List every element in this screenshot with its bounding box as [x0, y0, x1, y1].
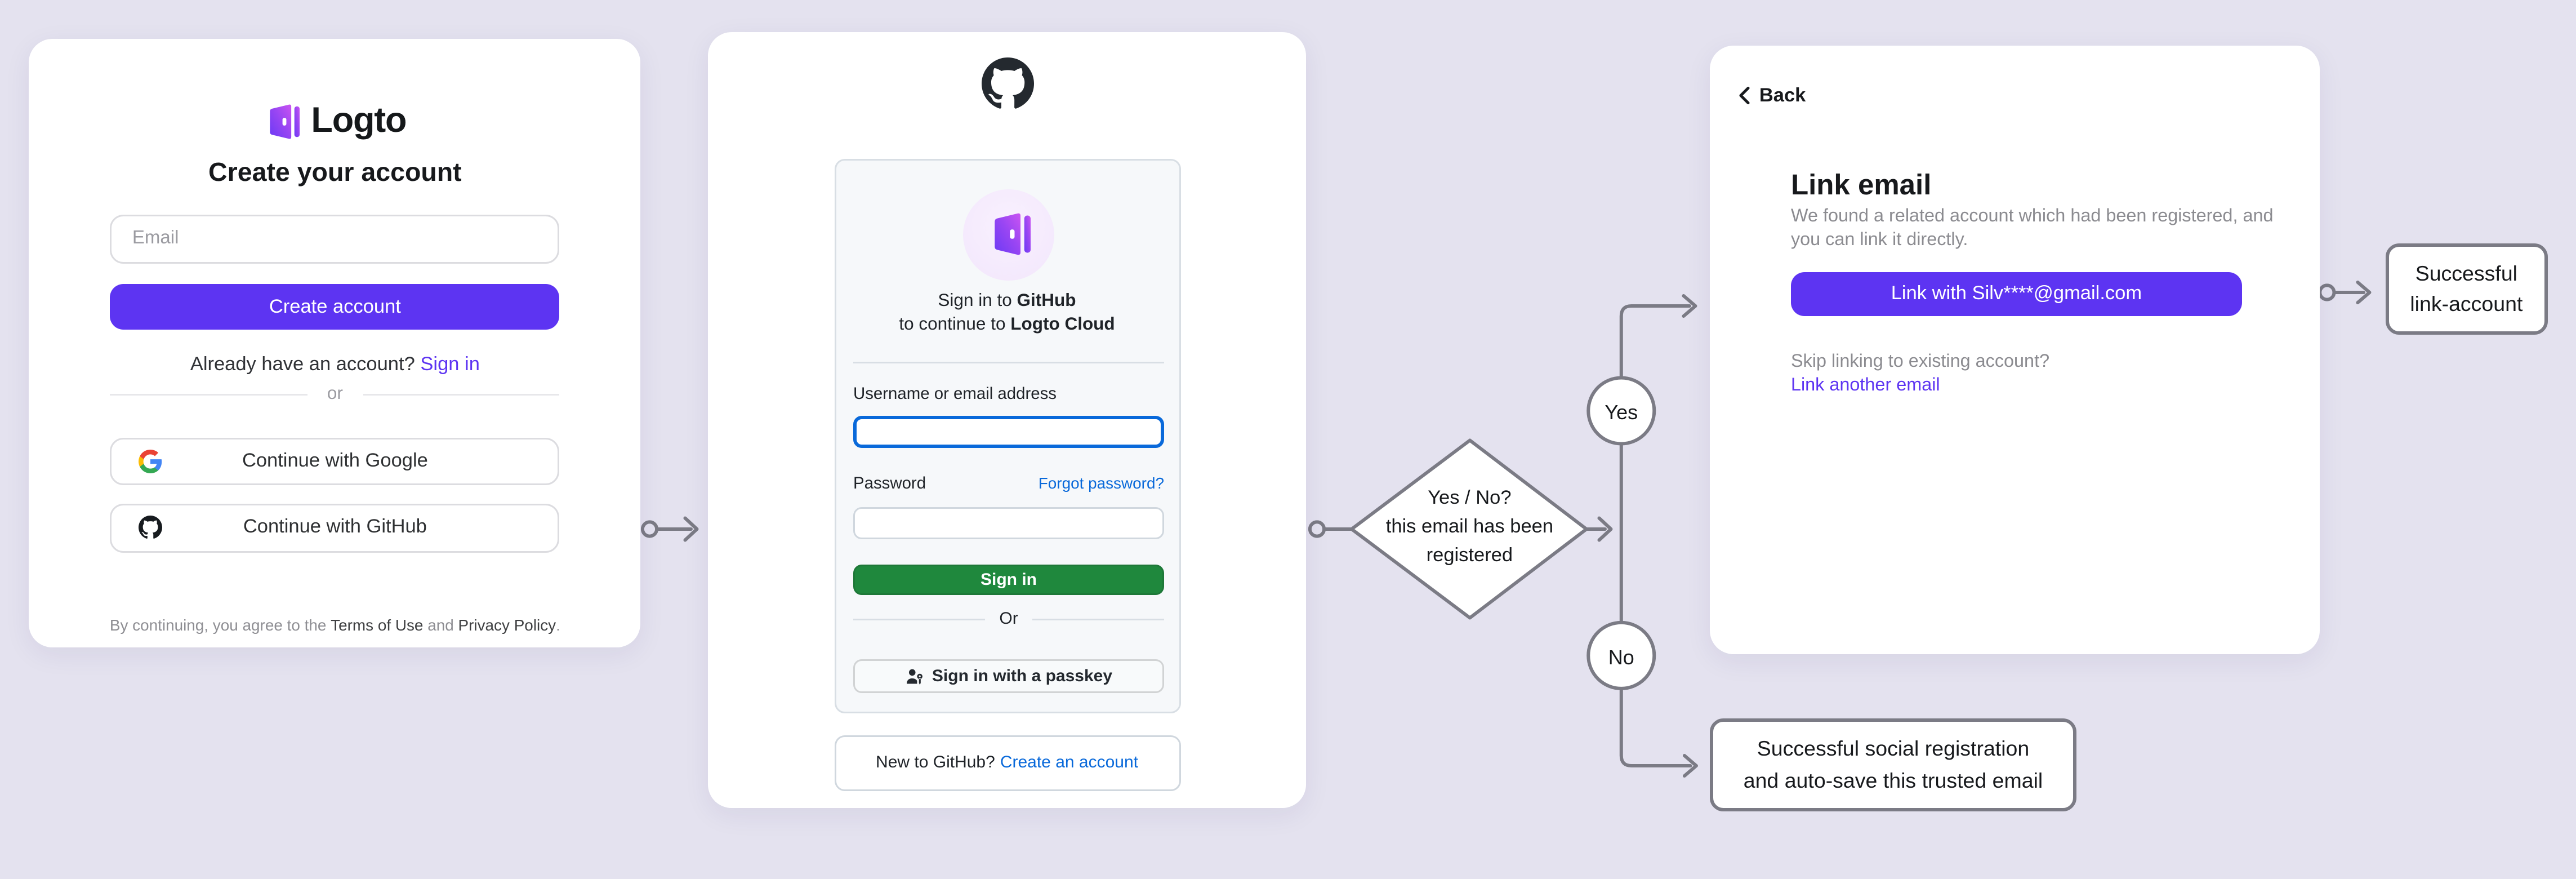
arrowhead-icon — [683, 516, 699, 542]
terms-text: By continuing, you agree to the Terms of… — [109, 617, 560, 634]
skip-linking-text: Skip linking to existing account? — [1790, 352, 2050, 372]
privacy-policy-link[interactable]: Privacy Policy — [458, 617, 556, 634]
continue-with-github-button[interactable]: Continue with GitHub — [110, 503, 560, 553]
github-or-divider: Or — [853, 610, 1165, 631]
signin-link[interactable]: Sign in — [420, 354, 480, 375]
link-email-description: We found a related account which had bee… — [1790, 206, 2274, 251]
continue-with-google-button[interactable]: Continue with Google — [110, 437, 560, 485]
github-signin-card: Sign in to GitHub to continue to Logto C… — [834, 158, 1180, 713]
username-input[interactable] — [853, 415, 1164, 448]
github-signin-button[interactable]: Sign in — [853, 564, 1164, 596]
forgot-password-link[interactable]: Forgot password? — [1038, 474, 1164, 492]
arrowhead-icon — [1682, 294, 1697, 318]
create-account-button[interactable]: Create account — [110, 283, 560, 331]
success-link-account-box: Successful link-account — [2385, 243, 2548, 335]
yes-node — [1586, 376, 1656, 446]
card-divider — [853, 361, 1164, 363]
email-field[interactable] — [110, 214, 560, 264]
github-logo-icon — [708, 58, 1306, 110]
github-signin-heading: Sign in to GitHub to continue to Logto C… — [899, 290, 1115, 336]
logto-door-icon — [270, 105, 300, 140]
passkey-button[interactable]: Sign in with a passkey — [853, 660, 1164, 693]
decision-diamond-label: Yes / No? this email has been registered — [1385, 489, 1554, 566]
connector-start-dot — [640, 520, 659, 538]
link-with-email-button[interactable]: Link with Silv****@gmail.com — [1790, 272, 2242, 316]
passkey-icon — [906, 668, 922, 685]
logto-door-icon — [993, 214, 1030, 256]
back-button[interactable]: Back — [1739, 86, 1806, 106]
link-email-title: Link email — [1790, 169, 1932, 202]
github-signin-panel: Sign in to GitHub to continue to Logto C… — [708, 33, 1306, 809]
password-label-row: Password Forgot password? — [853, 475, 1164, 494]
connector-start-dot — [2318, 283, 2336, 301]
username-label: Username or email address — [853, 385, 1057, 404]
link-email-panel: Back Link email We found a related accou… — [1710, 46, 2320, 654]
link-another-email-link[interactable]: Link another email — [1790, 375, 1940, 396]
arrowhead-icon — [1682, 753, 1698, 778]
or-divider: or — [110, 384, 560, 406]
connector-start-dot — [1308, 520, 1326, 538]
no-node-label: No — [1608, 645, 1634, 669]
password-label: Password — [853, 474, 926, 494]
arrowhead-icon — [2356, 281, 2372, 305]
yes-node-label: Yes — [1605, 400, 1638, 424]
logo-wordmark: Logto — [311, 101, 407, 141]
password-input[interactable] — [853, 507, 1164, 539]
success-social-registration-box: Successful social registration and auto-… — [1710, 718, 2076, 811]
arrowhead-icon — [1597, 516, 1613, 542]
github-icon — [139, 516, 163, 540]
chevron-left-icon — [1740, 87, 1750, 105]
signin-prompt: Already have an account? Sign in — [190, 354, 480, 375]
signup-title: Create your account — [208, 159, 462, 188]
branch-line — [1619, 304, 1692, 767]
logto-logo: Logto — [29, 100, 641, 144]
signup-panel: Logto Create your account Create account… — [29, 39, 641, 648]
terms-of-use-link[interactable]: Terms of Use — [331, 617, 424, 634]
create-an-account-link[interactable]: Create an account — [1000, 754, 1138, 773]
no-node — [1586, 620, 1656, 690]
logto-app-avatar — [963, 189, 1054, 281]
new-to-github-box: New to GitHub? Create an account — [834, 735, 1180, 792]
google-icon — [139, 449, 163, 473]
